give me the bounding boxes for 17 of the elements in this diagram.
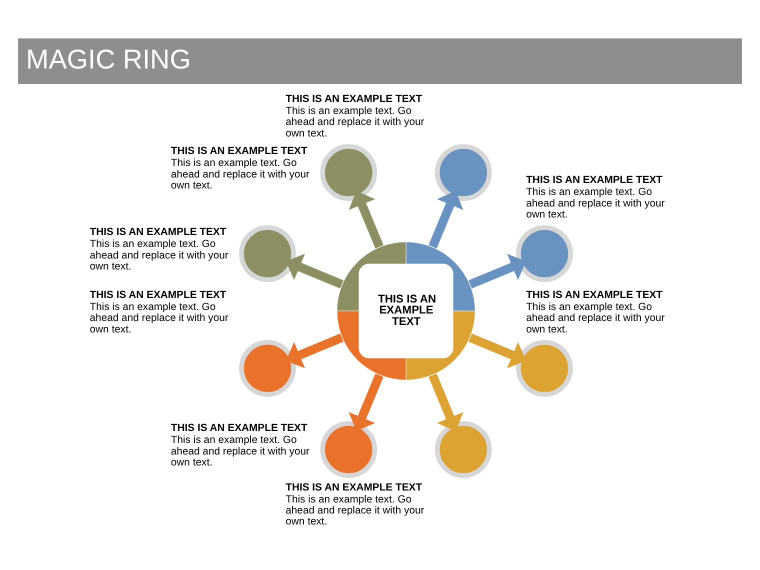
node-label: This is an example text. Go ahead and replace it with your own text. bbox=[526, 302, 665, 336]
node-label: THIS IS AN EXAMPLE TEXT bbox=[90, 227, 226, 238]
node-label: THIS IS AN EXAMPLE TEXT bbox=[170, 146, 308, 158]
node-label: THIS IS AN EXAMPLE TEXT bbox=[90, 290, 226, 301]
node-label: THIS IS AN EXAMPLE TEXT bbox=[170, 423, 308, 434]
node-label: This is an example text. Go ahead and replace it with your own text. bbox=[90, 302, 228, 336]
node-label: THIS IS AN EXAMPLE TEXT bbox=[286, 94, 422, 105]
diagram-title: MAGIC RING bbox=[26, 44, 191, 75]
node-label: THIS IS AN EXAMPLE TEXT bbox=[286, 482, 422, 494]
node-label: This is an example text. Go ahead and replace it with your own text. bbox=[526, 187, 665, 221]
node-label: This is an example text. Go ahead and replace it with your own text. bbox=[90, 239, 228, 273]
node-label: This is an example text. Go ahead and replace it with your own text. bbox=[170, 435, 310, 468]
node-label: This is an example text. Go ahead and replace it with your own text. bbox=[286, 106, 424, 140]
node-label: This is an example text. Go ahead and replace it with your own text. bbox=[170, 158, 310, 192]
node-label: THIS IS AN EXAMPLE TEXT bbox=[526, 290, 663, 301]
node-label: This is an example text. Go ahead and replace it with your own text. bbox=[286, 494, 424, 528]
node-label: THIS IS AN EXAMPLE TEXT bbox=[526, 175, 663, 186]
